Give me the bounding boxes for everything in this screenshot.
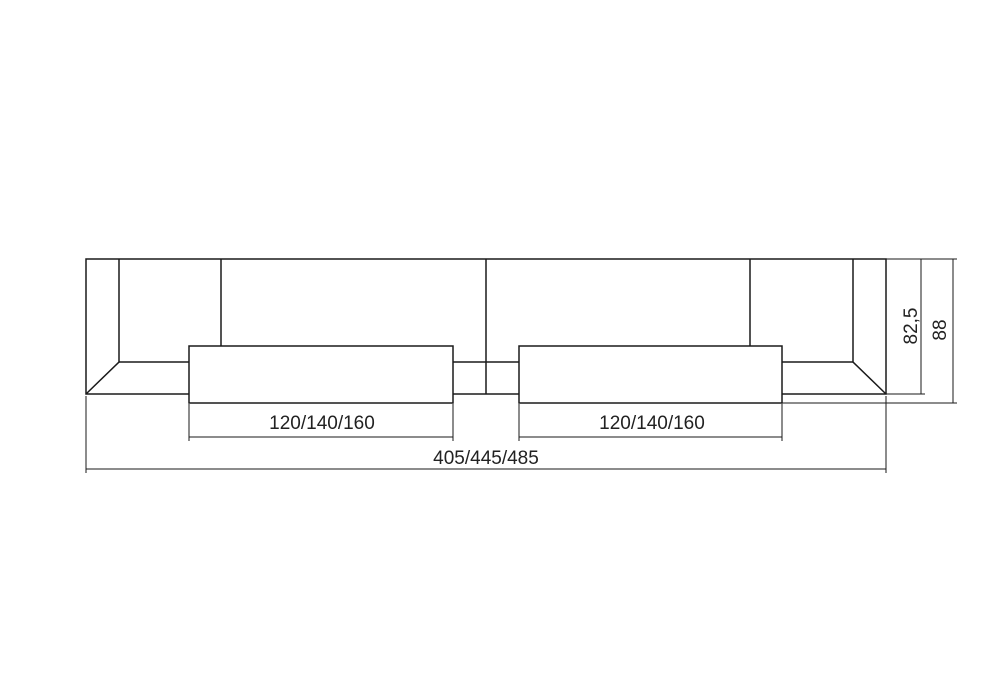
total-height-dimension: 88 [782, 258, 957, 404]
right-box-width-label: 120/140/160 [599, 413, 705, 434]
left-bevel [85, 259, 120, 395]
left-box-width-label: 120/140/160 [269, 413, 375, 434]
right-box [518, 345, 783, 404]
inner-height-dimension: 82,5 [886, 258, 925, 395]
inner-height-label: 82,5 [901, 308, 922, 345]
left-box [188, 345, 454, 404]
object-outline [85, 258, 887, 404]
total-width-dimension: 405/445/485 [85, 396, 887, 473]
total-width-label: 405/445/485 [433, 448, 539, 469]
right-box-dimension: 120/140/160 [518, 404, 783, 441]
left-box-dimension: 120/140/160 [188, 404, 454, 441]
total-height-label: 88 [930, 319, 951, 340]
right-bevel [852, 259, 887, 395]
